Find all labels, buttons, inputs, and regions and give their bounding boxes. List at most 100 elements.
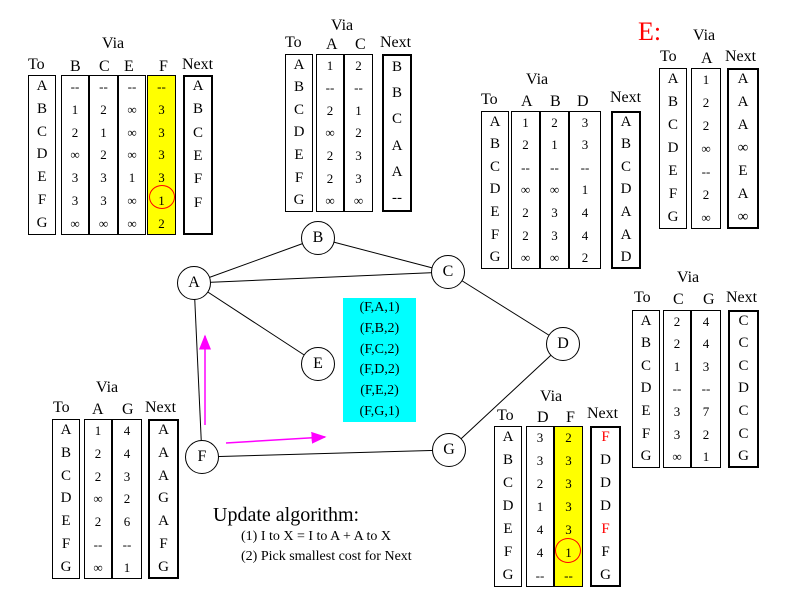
table-cell: ∞ <box>520 250 531 266</box>
table-cell: D <box>600 498 611 514</box>
table-cell: 1 <box>128 170 136 186</box>
table-cell: 4 <box>702 336 710 352</box>
table-cell: G <box>502 567 514 583</box>
table-cell: ∞ <box>737 140 749 156</box>
table-cell: A <box>391 137 403 154</box>
table-cell: D <box>489 181 501 198</box>
table-cell: 3 <box>158 124 165 140</box>
table-cell: 2 <box>355 57 362 73</box>
table-cell: B <box>667 94 678 110</box>
table-cell: ∞ <box>127 215 137 231</box>
next-column <box>728 310 759 468</box>
via-col-e: E <box>124 58 134 75</box>
graph-node-f: F <box>185 440 219 474</box>
advertised-entry: (F,C,2) <box>359 341 400 357</box>
table-cell: C <box>738 312 749 329</box>
table-cell: G <box>489 249 501 266</box>
table-cell: 3 <box>71 170 79 186</box>
table-cell: A <box>158 467 169 484</box>
table-cell: 2 <box>522 227 529 243</box>
table-cell: 4 <box>536 545 544 560</box>
table-cell: 1 <box>536 499 544 514</box>
table-cell: -- <box>580 159 590 175</box>
table-cell: 1 <box>581 182 589 198</box>
table-cell: 2 <box>94 514 102 530</box>
via-label: Via <box>526 71 549 88</box>
table-cell: A <box>489 113 501 130</box>
table-cell: ∞ <box>93 559 103 575</box>
table-cell: E <box>294 147 304 164</box>
via-col-c: C <box>99 58 110 75</box>
table-cell: D <box>600 452 611 468</box>
table-cell: -- <box>99 78 108 94</box>
table-cell: A <box>620 204 632 221</box>
table-cell: ∞ <box>93 491 103 507</box>
table-cell: G <box>293 192 305 209</box>
via-label: Via <box>677 269 700 286</box>
table-cell: C <box>640 357 651 374</box>
table-cell: A <box>36 77 48 94</box>
via-col-d: D <box>537 409 549 426</box>
via-col-f: F <box>566 409 575 426</box>
table-cell: ∞ <box>127 147 137 163</box>
table-cell: 2 <box>355 125 362 141</box>
table-cell: C <box>620 158 631 175</box>
to-label: To <box>53 399 70 416</box>
via-col-f: F <box>159 58 168 75</box>
table-cell: C <box>502 475 513 491</box>
table-cell: A <box>737 71 749 87</box>
via-label: Via <box>331 17 354 34</box>
table-cell: C <box>192 124 203 141</box>
advertised-entry: (F,G,1) <box>359 403 400 419</box>
cost-column-g <box>112 419 142 579</box>
dest-column <box>285 54 313 212</box>
table-cell: -- <box>93 537 103 553</box>
table-cell: F <box>61 536 71 553</box>
table-cell: F <box>668 186 678 202</box>
cost-column-g <box>691 310 721 468</box>
table-cell: 3 <box>673 426 681 442</box>
table-cell: 3 <box>565 522 572 537</box>
table-cell: 4 <box>581 227 589 243</box>
table-cell: D <box>600 475 611 491</box>
table-cell: A <box>60 421 72 438</box>
table-cell: F <box>601 521 610 537</box>
next-column <box>727 68 759 229</box>
next-label: Next <box>182 56 214 73</box>
table-cell: C <box>667 117 678 133</box>
to-label: To <box>481 91 498 108</box>
via-col-a: A <box>521 93 533 110</box>
cost-column-e <box>118 75 146 235</box>
table-cell: ∞ <box>701 141 711 156</box>
table-cell: F <box>37 192 47 209</box>
table-cell: A <box>737 117 749 133</box>
table-cell: F <box>641 425 651 442</box>
next-column <box>590 426 621 587</box>
via-col-g: G <box>122 401 134 418</box>
table-cell: 1 <box>551 137 558 153</box>
cost-column-a <box>511 111 540 269</box>
via-col-a: A <box>326 36 338 53</box>
table-cell: 3 <box>158 147 165 163</box>
table-cell: B <box>60 444 71 461</box>
table-cell: G <box>158 558 169 575</box>
cost-column-b <box>61 75 89 235</box>
table-cell: 2 <box>702 187 710 202</box>
table-cell: 2 <box>536 476 544 491</box>
dest-column <box>494 426 522 587</box>
table-cell: 4 <box>123 422 131 438</box>
table-cell: A <box>502 429 514 445</box>
table-cell: 1 <box>522 114 529 130</box>
table-cell: 6 <box>123 514 131 530</box>
table-cell: G <box>60 558 72 575</box>
next-column <box>148 419 179 579</box>
graph-node-b: B <box>301 221 335 255</box>
table-cell: 2 <box>326 170 334 186</box>
